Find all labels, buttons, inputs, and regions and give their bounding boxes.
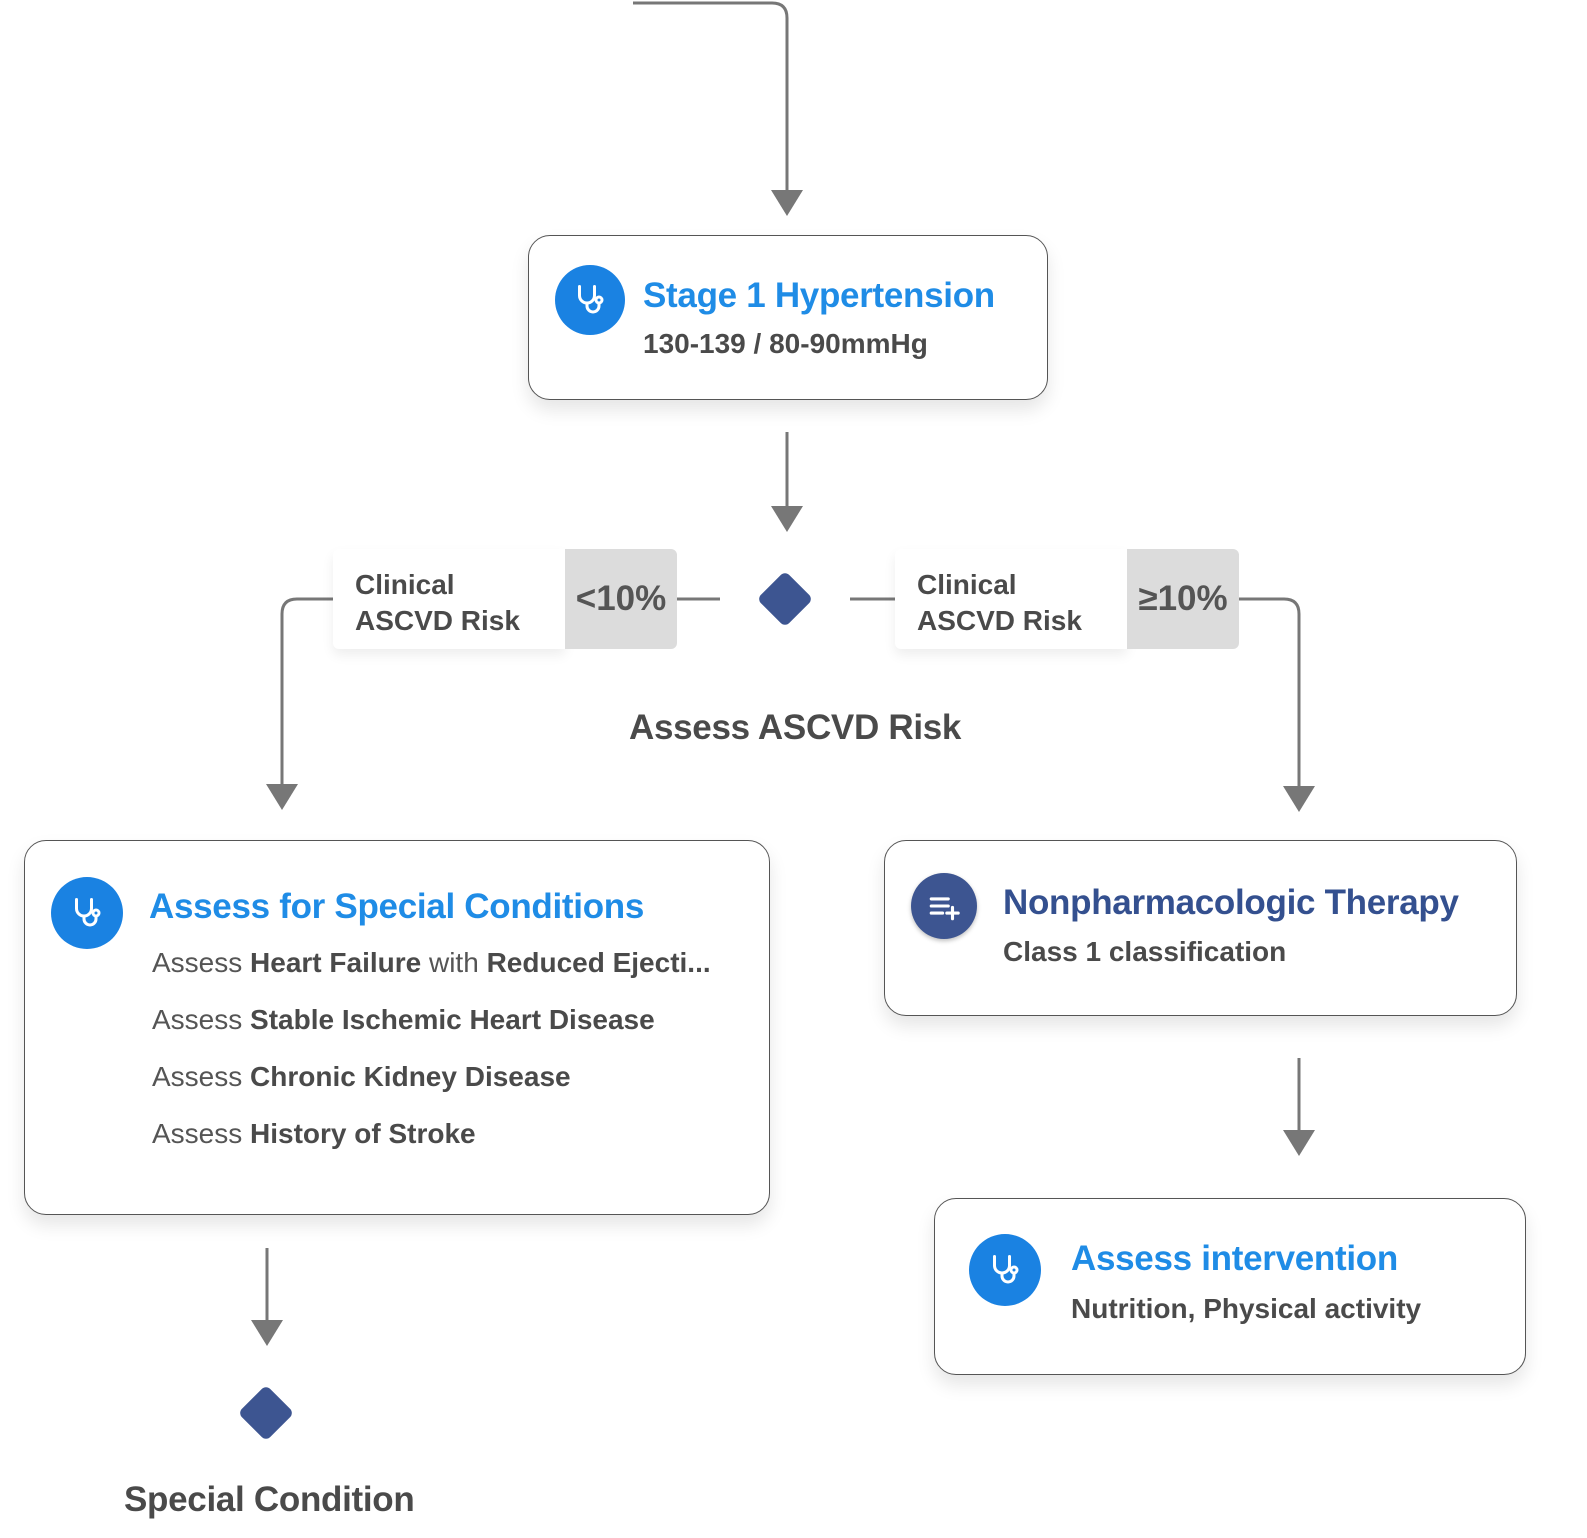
connector-high-risk-to-nonpharm xyxy=(1239,597,1301,788)
stage1-hypertension-card[interactable]: Stage 1 Hypertension 130-139 / 80-90mmHg xyxy=(528,235,1048,400)
condition-item-stroke[interactable]: Assess History of Stroke xyxy=(152,1118,476,1149)
decision-special-label: Special Condition xyxy=(124,1480,415,1519)
arrowhead-decision xyxy=(771,506,803,532)
stage1-title: Stage 1 Hypertension xyxy=(643,276,995,315)
risk-high-label: Clinical ASCVD Risk ≥10% xyxy=(895,549,1239,649)
condition-item-kidney[interactable]: Assess Chronic Kidney Disease xyxy=(152,1061,571,1092)
risk-low-value: <10% xyxy=(565,549,677,649)
assess-intervention-card[interactable]: Assess intervention Nutrition, Physical … xyxy=(934,1198,1526,1375)
stage1-subtitle: 130-139 / 80-90mmHg xyxy=(643,328,928,359)
stethoscope-icon xyxy=(969,1234,1041,1306)
arrowhead-intervention xyxy=(1283,1130,1315,1156)
risk-low-label: Clinical ASCVD Risk <10% xyxy=(333,549,677,649)
special-conditions-card[interactable]: Assess for Special Conditions Assess Hea… xyxy=(24,840,770,1215)
special-conditions-title: Assess for Special Conditions xyxy=(149,887,645,926)
special-conditions-list: Assess Heart Failure with Reduced Ejecti… xyxy=(152,946,752,1174)
intervention-subtitle: Nutrition, Physical activity xyxy=(1071,1293,1422,1324)
risk-high-line1: Clinical xyxy=(917,569,1017,600)
nonpharm-title: Nonpharmacologic Therapy xyxy=(1003,883,1459,922)
arrowhead-special-decision xyxy=(251,1320,283,1346)
condition-item-ischemic-heart[interactable]: Assess Stable Ischemic Heart Disease xyxy=(152,1004,655,1035)
risk-high-line2: ASCVD Risk xyxy=(917,605,1082,636)
stethoscope-icon xyxy=(555,265,625,335)
arrowhead-nonpharm xyxy=(1283,786,1315,812)
risk-low-text: Clinical ASCVD Risk xyxy=(333,549,565,649)
list-add-icon xyxy=(911,873,977,939)
risk-low-line2: ASCVD Risk xyxy=(355,605,520,636)
risk-high-text: Clinical ASCVD Risk xyxy=(895,549,1127,649)
nonpharm-subtitle: Class 1 classification xyxy=(1003,936,1287,967)
risk-high-value: ≥10% xyxy=(1127,549,1239,649)
risk-low-line1: Clinical xyxy=(355,569,455,600)
arrowhead-special xyxy=(266,784,298,810)
intervention-title: Assess intervention xyxy=(1071,1239,1398,1278)
connector-top-into-stage1 xyxy=(633,1,789,192)
decision-ascvd-label: Assess ASCVD Risk xyxy=(629,708,962,747)
condition-item-heart-failure[interactable]: Assess Heart Failure with Reduced Ejecti… xyxy=(152,947,711,978)
stethoscope-icon xyxy=(51,877,123,949)
nonpharm-therapy-card[interactable]: Nonpharmacologic Therapy Class 1 classif… xyxy=(884,840,1517,1016)
arrowhead-stage1 xyxy=(771,190,803,216)
connector-low-risk-to-special xyxy=(280,597,333,786)
